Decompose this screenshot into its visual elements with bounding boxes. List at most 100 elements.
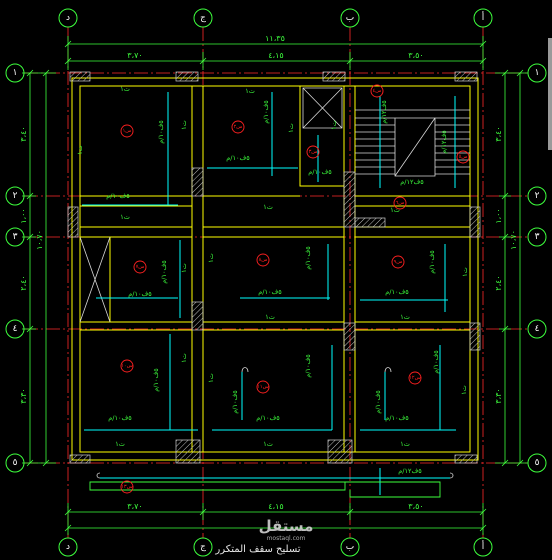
dimension-left-segment: ١،٠٠ [19, 208, 28, 223]
rebar-label: ٥ف١٢/م [380, 100, 388, 124]
rebar-label: ٥ف١٢/م [400, 178, 424, 186]
slab-tag-circle [456, 150, 470, 164]
rebar-label: ت١ [287, 123, 295, 133]
slab-tag-circle [393, 196, 407, 210]
dimension-bottom-segment: ٣،٧٠ [127, 502, 142, 511]
grid-bubble-label: ب [346, 542, 354, 552]
dimension-texts: ١١،٣٥ ٣،٧٠ ٤،١٥ ٣،٥٠ ٣،٧٠ ٤،١٥ ٣،٥٠ ٣،٤٠… [19, 34, 518, 511]
slab-tag-label: س٧ [136, 264, 145, 270]
rebar-label: ٥ف١٠/م [385, 288, 409, 296]
rebar-label: ٥ف١٠/م [106, 192, 130, 200]
dimension-left-segment: ٢،٤٠ [19, 275, 28, 290]
rebar-label: ٥ف١٢/م [398, 467, 422, 475]
column [67, 206, 79, 238]
dimension-lines [22, 36, 528, 535]
slab-tag-circle [391, 255, 405, 269]
columns [67, 71, 481, 464]
dimension-bottom-segment: ٣،٥٠ [408, 502, 423, 511]
grid-bubbles-bottom: د ج ب أ [58, 537, 493, 557]
rebar-hooks [96, 367, 454, 479]
rebar-label: ٥ف١٠/م [374, 390, 382, 414]
grid-bubble [527, 227, 547, 247]
grid-bubble-label: د [66, 13, 70, 23]
rebar-label: ٥ف١٠/م [231, 390, 239, 414]
slab-tag-circle [120, 359, 134, 373]
rebar-label: ٥ف١٠/م [428, 250, 436, 274]
rebar-label: ت١ [263, 440, 273, 448]
slab-tag-circle [231, 120, 245, 134]
column [69, 71, 91, 82]
grid-bubble [527, 186, 547, 206]
dimension-left-segment: ٣،٤٠ [19, 126, 28, 141]
rebar-label: ٥ف١٠/م [385, 414, 409, 422]
grid-lines [24, 27, 528, 538]
drawing-title: تسليح سقف المتكرر [214, 544, 300, 555]
rebar-label: ت١ [263, 203, 273, 211]
grid-bubble [58, 537, 78, 557]
rebar-label: ٥ف١٠/م [262, 100, 270, 124]
column [343, 171, 356, 228]
slab-tag-label: س١٠ [121, 363, 132, 369]
column [469, 206, 481, 238]
grid-bubble-label: ٢ [13, 191, 18, 201]
dimension-line-left [22, 69, 56, 467]
slab-tag-circle [370, 84, 384, 98]
dimension-line-top [64, 36, 487, 70]
grid-bubble-label: ٢ [535, 191, 540, 201]
grid-bubble-label: ج [200, 542, 206, 552]
column [175, 439, 201, 464]
watermark-url: mostaql.com [267, 535, 306, 542]
grid-bubble-label: ٣ [535, 232, 540, 242]
dimension-line-right [495, 69, 528, 467]
dimension-right-segment: ٢،٤٠ [494, 275, 503, 290]
column [469, 322, 481, 351]
rebar-label: ت١ [207, 253, 215, 263]
slab-tag-label: س٣ [309, 149, 318, 155]
column [191, 301, 204, 331]
slab-tag-label: س٨ [259, 257, 268, 263]
grid-bubble [340, 537, 360, 557]
rebar-label: ٥ف١٠/م [258, 288, 282, 296]
slab-tag-label: س٩ [394, 259, 403, 265]
grid-bubble-label: ٥ [13, 458, 18, 468]
shaft-void-top [302, 87, 343, 129]
slab-tag-circle [408, 371, 422, 385]
rebar-label: ٥ف١٠/م [108, 414, 132, 422]
rebar-label: ٥ف١٢/م [440, 130, 448, 154]
dimension-top-overall: ١١،٣٥ [265, 34, 285, 43]
rebar-label: ت١ [400, 440, 410, 448]
grid-bubbles-right: ١ ٢ ٣ ٤ ٥ [527, 63, 547, 473]
column [343, 322, 356, 351]
window-edge [548, 38, 552, 150]
slab-tag-label: س١٢ [409, 375, 420, 381]
slab-tag-circle [256, 380, 270, 394]
rebar-label: ت١ [180, 120, 188, 130]
column [175, 71, 199, 82]
grid-bubble-label: أ [482, 540, 485, 552]
slab-tag-label: س١ [123, 128, 132, 134]
slab-tag-circle [133, 260, 147, 274]
grid-bubble-label: ١ [535, 68, 540, 78]
rebar-label: ٥ف١٠/م [256, 414, 280, 422]
rebar-label: ٥ف١٠/م [432, 350, 440, 374]
rebar-label: ت١ [460, 385, 468, 395]
grid-bubbles-left: ١ ٢ ٣ ٤ ٥ [5, 63, 25, 473]
rebar-label: ت١ [120, 213, 130, 221]
grid-bubble [473, 537, 493, 557]
grid-bubble-label: ٥ [535, 458, 540, 468]
rebar-label: ت١ [76, 145, 84, 155]
column [454, 454, 478, 464]
slab-tag-label: س٢ [234, 124, 243, 130]
slab-tag-circle [120, 480, 134, 494]
grid-bubble [527, 319, 547, 339]
dimension-right-segment: ٣،٣٠ [494, 388, 503, 403]
rebar-label: ٥ف١٠/م [128, 290, 152, 298]
dimension-right-overall: ١٠،٧٠ [509, 230, 518, 250]
slab-tag-label: س٥ [459, 154, 468, 160]
rebar-label: ت١ [400, 313, 410, 321]
rebar-label: ٥ف١٠/م [157, 120, 165, 144]
grid-bubble-label: ج [200, 13, 206, 23]
column [69, 454, 91, 464]
rebar-lines [82, 92, 456, 495]
